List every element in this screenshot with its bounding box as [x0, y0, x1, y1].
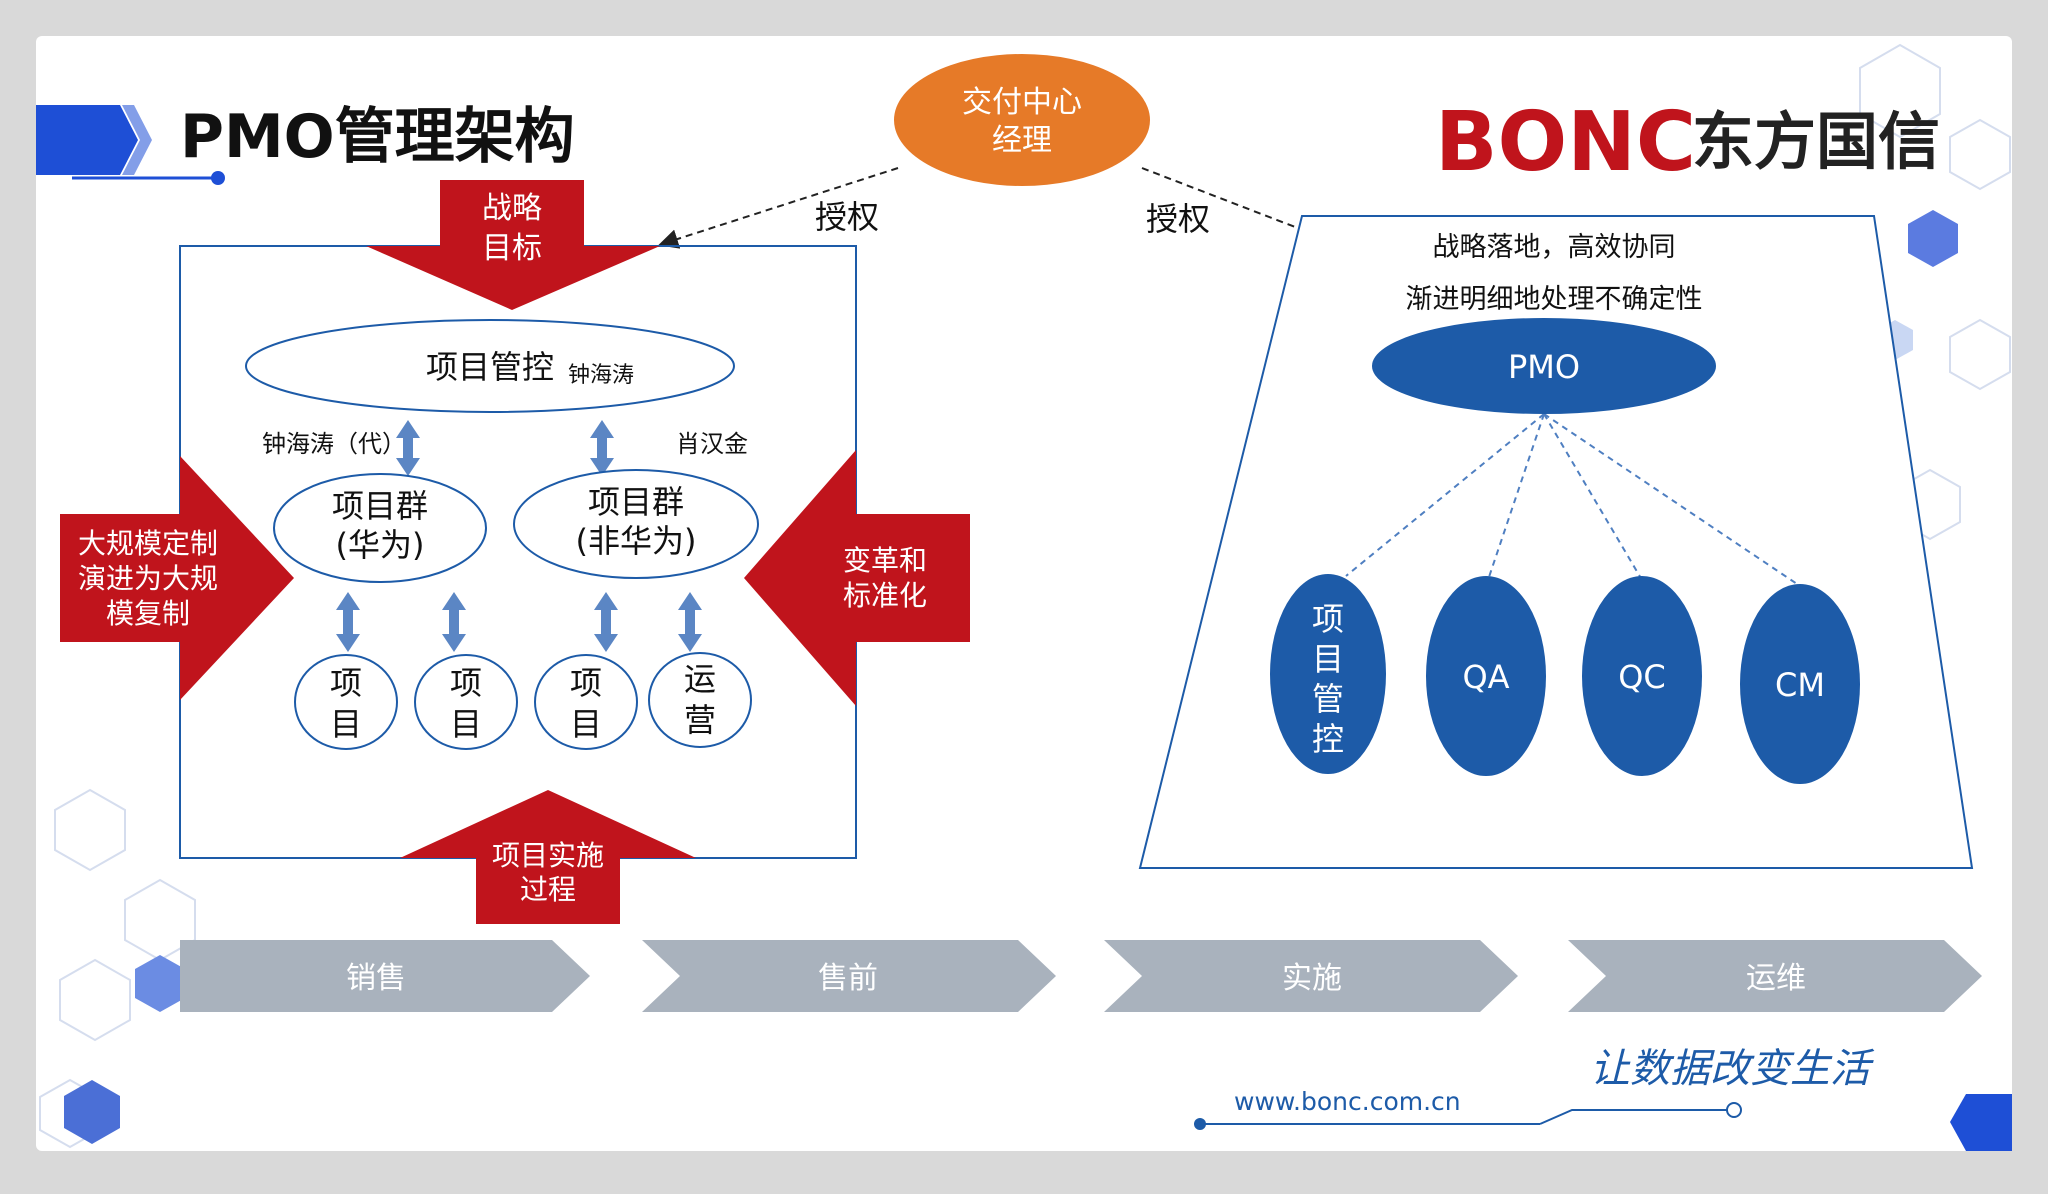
group-huawei-line-1: 项目群 [332, 487, 428, 525]
right-diagram-tagline-1: 战略落地，高效协同 [1433, 232, 1676, 263]
arrow-mass-customization [60, 456, 294, 700]
project-control-person: 钟海涛 [568, 363, 634, 388]
group-non-huawei-line-2: (非华为) [576, 522, 697, 560]
child-qa-label: QA [1462, 658, 1509, 696]
footer-website: www.bonc.com.cn [1234, 1087, 1461, 1116]
arrow-strategy-goal-line-1: 战略 [482, 191, 542, 226]
group-non-huawei-line-1: 项目群 [588, 483, 684, 521]
footer-slogan: 让数据改变生活 [1590, 1046, 1875, 1092]
arrow-implementation-line-2: 过程 [520, 873, 576, 906]
arrow-reform-standardization [744, 450, 970, 706]
process-step-sales-label: 销售 [346, 961, 406, 996]
process-step-implementation-label: 实施 [1282, 961, 1342, 996]
pmo-node [1372, 318, 1716, 414]
process-step-implementation [1104, 940, 1518, 1012]
child-project-control-char-1: 项 [1312, 600, 1344, 638]
group-non-huawei-node [513, 469, 759, 579]
auth-connector-left [658, 167, 899, 249]
leaf-project-1 [294, 654, 398, 750]
footer-dot-left [1194, 1118, 1206, 1130]
leaf-operations-line-1: 运 [684, 660, 716, 698]
hex-decoration-left-blue [135, 955, 185, 1012]
group-right-owner: 肖汉金 [676, 430, 748, 458]
child-qc-label: QC [1618, 658, 1666, 696]
delivery-center-node [894, 54, 1150, 186]
delivery-center-line-1: 交付中心 [962, 85, 1082, 120]
double-arrow-control-right [590, 420, 614, 476]
child-qc-node [1582, 576, 1702, 776]
group-left-owner: 钟海涛（代） [262, 430, 406, 458]
arrow-strategy-goal-line-2: 目标 [482, 231, 542, 266]
process-step-presales-label: 售前 [818, 961, 878, 996]
child-cm-label: CM [1775, 666, 1825, 704]
leaf-operations-line-2: 营 [684, 701, 716, 739]
process-step-presales [642, 940, 1056, 1012]
title-underline-dot [211, 171, 225, 185]
brand-logo-latin: BONC [1435, 95, 1696, 190]
leaf-project-2 [414, 654, 518, 750]
double-arrow-leaf-2 [442, 592, 466, 652]
arrow-reform-line-1: 变革和 [843, 544, 927, 577]
arrow-mass-customization-line-3: 模复制 [106, 597, 190, 630]
double-arrow-leaf-3 [594, 592, 618, 652]
title-banner-shape [36, 105, 138, 175]
child-cm-node [1740, 584, 1860, 784]
footer-dot-right [1726, 1102, 1742, 1118]
delivery-center-line-2: 经理 [992, 123, 1052, 158]
process-step-operations [1568, 940, 1982, 1012]
hex-decoration-blue [1908, 210, 1958, 267]
process-step-sales [180, 940, 590, 1012]
title-banner-chevron [122, 105, 152, 175]
double-arrow-leaf-1 [336, 592, 360, 652]
arrow-reform-line-2: 标准化 [843, 579, 927, 612]
leaf-project-2-line-1: 项 [450, 664, 482, 702]
auth-label-left: 授权 [815, 198, 879, 236]
leaf-project-2-line-2: 目 [450, 705, 482, 743]
pmo-label: PMO [1508, 348, 1580, 386]
arrow-mass-customization-line-1: 大规模定制 [78, 527, 218, 560]
auth-label-right: 授权 [1146, 200, 1210, 238]
leaf-operations [648, 652, 752, 748]
leaf-project-1-line-2: 目 [330, 705, 362, 743]
hex-decoration-left-blue-2 [64, 1080, 120, 1144]
right-diagram-tagline-2: 渐进明细地处理不确定性 [1406, 284, 1703, 315]
double-arrow-control-left [396, 420, 420, 476]
page-title: PMO管理架构 [180, 102, 575, 172]
child-project-control-char-4: 控 [1312, 720, 1344, 758]
project-control-node [245, 319, 735, 413]
brand-logo-chinese: 东方国信 [1692, 105, 1940, 178]
process-step-operations-label: 运维 [1746, 961, 1806, 996]
footer-corner-shape [1950, 1094, 2012, 1151]
child-project-control-char-2: 目 [1312, 640, 1344, 678]
arrow-implementation-process [400, 790, 696, 924]
group-huawei-line-2: (华为) [336, 526, 425, 564]
double-arrow-leaf-4 [678, 592, 702, 652]
leaf-project-3 [534, 654, 638, 750]
leaf-project-3-line-2: 目 [570, 705, 602, 743]
child-qa-node [1426, 576, 1546, 776]
leaf-project-3-line-1: 项 [570, 664, 602, 702]
pmo-connectors [1345, 413, 1801, 587]
child-project-control-node [1270, 574, 1386, 774]
leaf-project-1-line-1: 项 [330, 664, 362, 702]
arrow-strategy-goal [366, 180, 660, 310]
footer-line-right [1539, 1109, 1730, 1125]
project-control-label: 项目管控 [426, 348, 554, 386]
arrow-mass-customization-line-2: 演进为大规 [78, 562, 218, 595]
arrow-implementation-line-1: 项目实施 [492, 839, 604, 872]
child-project-control-char-3: 管 [1312, 680, 1344, 718]
group-huawei-node [273, 473, 487, 583]
